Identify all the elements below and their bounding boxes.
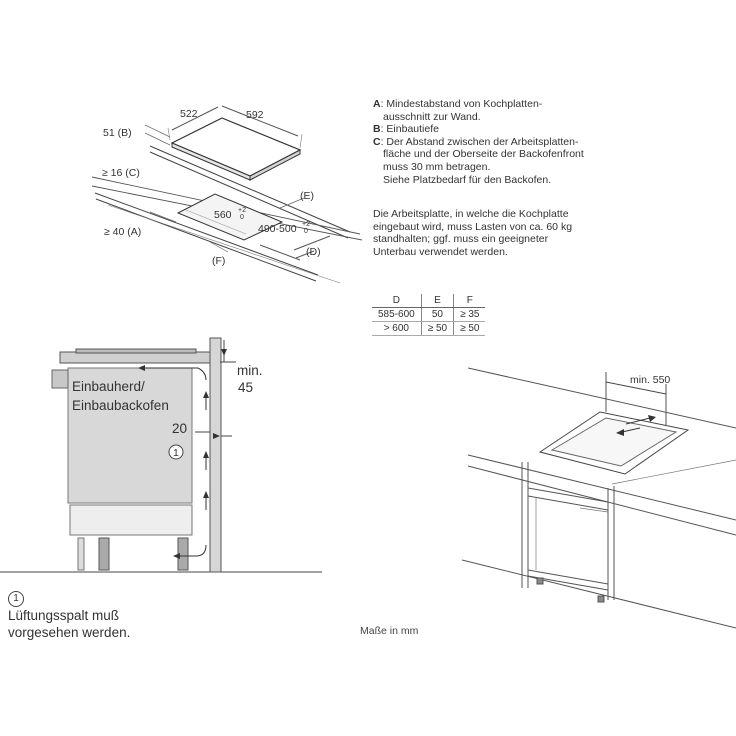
note-c: C: Der Abstand zwischen der Arbeitsplatt… [373, 135, 579, 148]
paragraph-line-2: eingebaut wird, muss Lasten von ca. 60 k… [373, 220, 573, 233]
note-c-cont-1: fläche und der Oberseite der Backofenfro… [383, 148, 584, 161]
dim-490-500: 490-500 [258, 223, 297, 235]
table-header-d: D [372, 294, 422, 308]
oven-side-section [0, 337, 322, 573]
footnote-line-1: Lüftungsspalt muß [8, 608, 120, 623]
dim-560-tol-bottom: 0 [240, 214, 244, 221]
legend-notes: A: Mindestabstand von Kochplatten- aussc… [373, 98, 584, 186]
dim-min: min. [237, 363, 263, 378]
cabinet-perspective [461, 367, 736, 629]
note-b: B: Einbautiefe [373, 123, 439, 136]
oven-label-line1: Einbauherd/ [72, 379, 145, 394]
table-header-row: D E F [372, 294, 486, 308]
table-header-e: E [421, 294, 455, 308]
load-paragraph: Die Arbeitsplatte, in welche die Kochpla… [373, 208, 673, 258]
oven-marker-1: 1 [173, 447, 179, 459]
table-row: 585-600 50 ≥ 35 [372, 307, 486, 322]
dim-592: 592 [246, 109, 264, 121]
dim-490-tol-top: +2 [302, 221, 310, 228]
footnote-marker: 1 [8, 591, 24, 607]
oven-body [67, 367, 193, 504]
cooktop-plan-diagram [91, 105, 363, 284]
cooktop-cutout [176, 193, 284, 241]
label-f: (F) [212, 255, 225, 267]
dim-16-c: ≥ 16 (C) [102, 167, 140, 179]
note-a-cont: ausschnitt zur Wand. [383, 110, 481, 123]
dimension-table: D E F 585-600 50 ≥ 35 > 600 ≥ 50 ≥ 50 [372, 294, 486, 336]
worktop [59, 351, 211, 364]
table-row: > 600 ≥ 50 ≥ 50 [372, 321, 486, 336]
dim-560: 560 [214, 209, 232, 221]
paragraph-line-3: standhalten; ggf. muss ein geeigneter [373, 233, 549, 246]
dim-490-tol-bottom: 0 [304, 228, 308, 235]
dim-51-b: 51 (B) [103, 127, 132, 139]
note-a: A: Mindestabstand von Kochplatten- [373, 98, 543, 110]
dim-min-550: min. 550 [630, 374, 670, 386]
footnote: 1 Lüftungsspalt muß vorgesehen werden. [8, 588, 130, 641]
cooktop-plate [170, 117, 302, 177]
note-c-cont-3: Siehe Platzbedarf für den Backofen. [383, 173, 552, 186]
footnote-line-2: vorgesehen werden. [8, 625, 131, 640]
paragraph-line-4: Unterbau verwendet werden. [373, 245, 508, 258]
oven-label-line2: Einbaubackofen [72, 398, 169, 413]
dim-522: 522 [180, 108, 198, 120]
paragraph-line-1: Die Arbeitsplatte, in welche die Kochpla… [373, 208, 569, 220]
wall [209, 337, 222, 573]
units-note: Maße in mm [360, 625, 419, 637]
dim-560-tol-top: +2 [238, 207, 246, 214]
dim-45: 45 [238, 380, 253, 395]
dim-20: 20 [172, 421, 187, 436]
label-d: (D) [306, 246, 321, 258]
dim-40-a: ≥ 40 (A) [104, 226, 141, 238]
note-c-cont-2: muss 30 mm betragen. [383, 160, 491, 173]
label-e: (E) [300, 190, 314, 202]
table-header-f: F [453, 294, 486, 308]
